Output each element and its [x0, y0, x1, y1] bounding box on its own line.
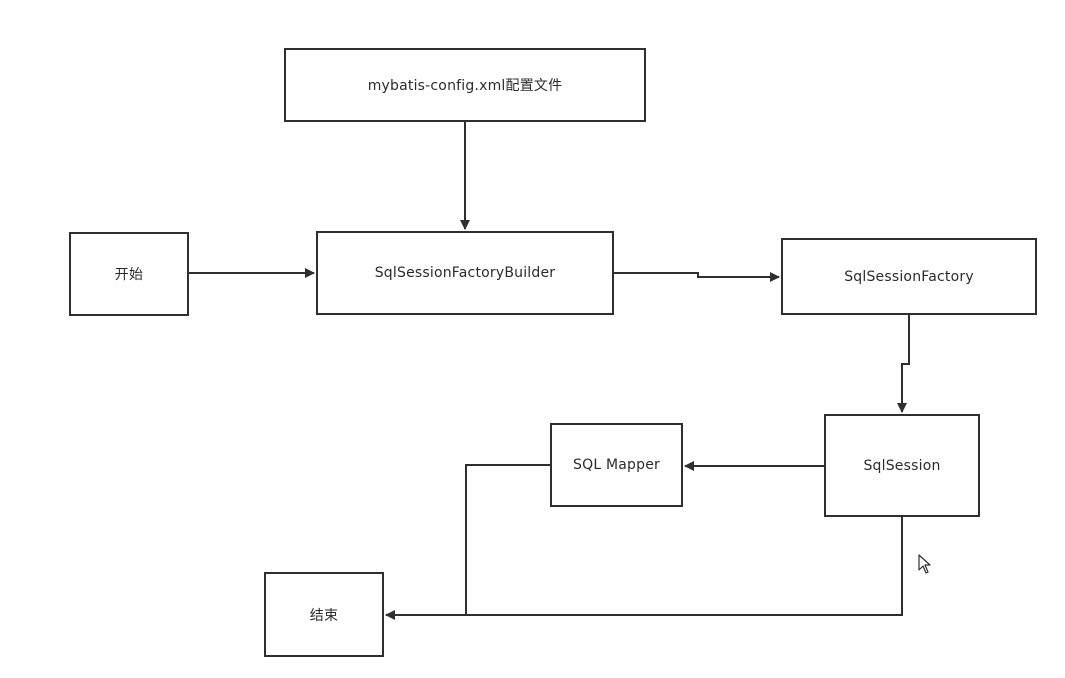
session-factory-builder-label: SqlSessionFactoryBuilder — [374, 265, 556, 281]
session-factory-node: SqlSessionFactory — [781, 238, 1037, 315]
sql-session-label: SqlSession — [863, 457, 941, 474]
sql-session-node: SqlSession — [824, 414, 980, 517]
edge-factory-to-session — [897, 315, 910, 413]
sql-mapper-node: SQL Mapper — [550, 423, 683, 507]
session-factory-label: SqlSessionFactory — [844, 268, 974, 285]
edge-mapper-to-end — [385, 464, 550, 620]
edge-session-to-end — [466, 517, 903, 616]
start-label: 开始 — [114, 267, 144, 283]
start-node: 开始 — [69, 232, 189, 316]
end-node: 结束 — [264, 572, 384, 657]
mouse-cursor-icon — [918, 554, 931, 574]
config-file-label: mybatis-config.xml配置文件 — [367, 78, 563, 94]
sql-mapper-label: SQL Mapper — [573, 457, 660, 473]
session-factory-builder-node: SqlSessionFactoryBuilder — [316, 231, 614, 315]
end-label: 结束 — [309, 607, 339, 624]
config-file-node: mybatis-config.xml配置文件 — [284, 48, 646, 122]
edge-builder-to-factory — [614, 272, 780, 282]
